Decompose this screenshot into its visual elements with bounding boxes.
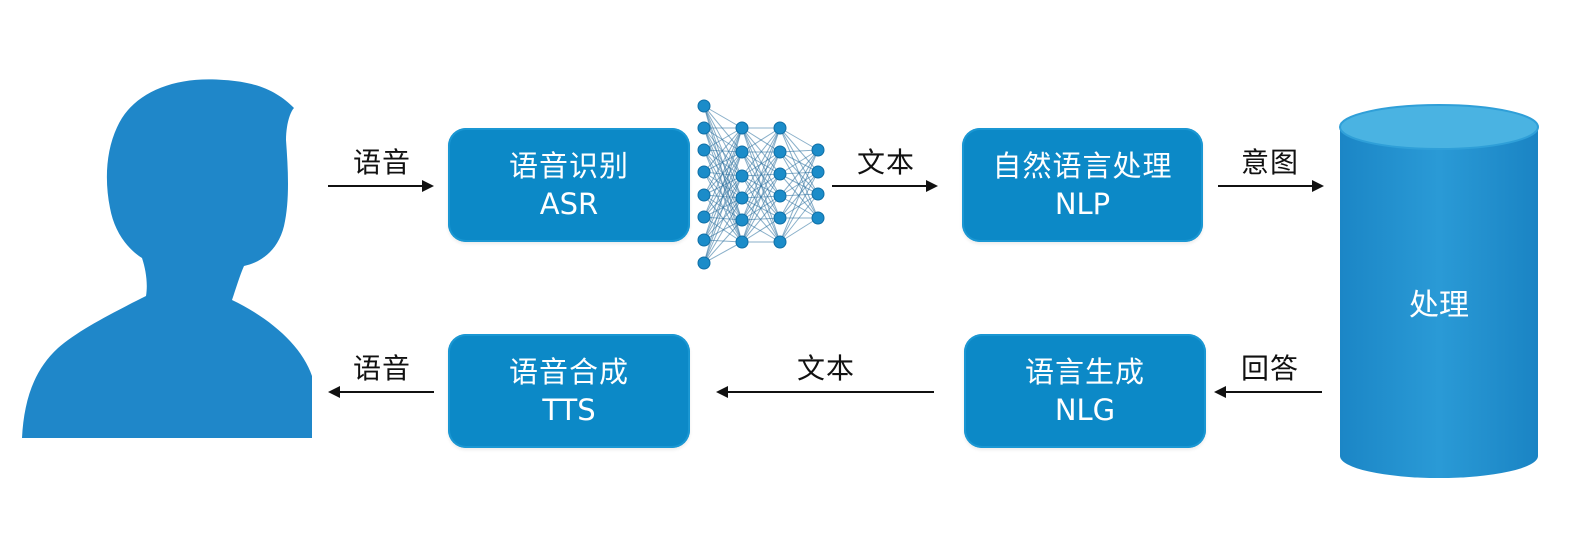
- nn-node: [811, 165, 825, 179]
- nn-node: [697, 165, 711, 179]
- nn-connection: [779, 149, 819, 197]
- nn-connection: [703, 127, 743, 177]
- nn-node: [811, 187, 825, 201]
- tts-abbr: TTS: [542, 393, 596, 427]
- nn-connection: [779, 149, 819, 243]
- nn-connection: [741, 127, 781, 221]
- nn-node: [697, 143, 711, 157]
- nn-connection: [703, 127, 743, 241]
- nlp-abbr: NLP: [1054, 187, 1111, 221]
- nn-node: [811, 211, 825, 225]
- nn-node: [697, 188, 711, 202]
- tts-box: 语音合成 TTS: [448, 334, 690, 448]
- nn-connection: [703, 127, 743, 196]
- asr-title: 语音识别: [508, 149, 629, 183]
- nn-node: [811, 143, 825, 157]
- nn-connection: [703, 219, 743, 264]
- nn-connection: [703, 197, 743, 264]
- nn-connection: [703, 127, 743, 173]
- nn-node: [773, 235, 787, 249]
- nn-connection: [779, 171, 819, 243]
- bottom-text-label: 文本: [796, 352, 855, 385]
- neural-network-icon: [697, 99, 825, 270]
- nn-node: [697, 210, 711, 224]
- nn-node: [735, 169, 749, 183]
- bottom-speech-label: 语音: [352, 352, 411, 385]
- nn-connection: [703, 127, 743, 218]
- intent-label: 意图: [1240, 146, 1299, 179]
- nn-connection: [703, 105, 743, 177]
- nn-connection: [741, 127, 781, 199]
- nn-connection: [779, 193, 819, 243]
- nn-node: [697, 121, 711, 135]
- nn-connection: [703, 105, 743, 153]
- top-text-label: 文本: [856, 146, 915, 179]
- nn-node: [735, 121, 749, 135]
- nn-node: [735, 235, 749, 249]
- nn-connection: [703, 105, 743, 129]
- cylinder-icon: [1339, 104, 1539, 478]
- person-silhouette-icon: [22, 79, 312, 438]
- nn-node: [773, 211, 787, 225]
- nlp-box: 自然语言处理 NLP: [962, 128, 1203, 242]
- nn-connection: [741, 195, 781, 243]
- asr-abbr: ASR: [539, 187, 599, 221]
- nn-node: [773, 167, 787, 181]
- nn-connection: [703, 175, 743, 264]
- nn-connection: [703, 127, 743, 151]
- nlg-abbr: NLG: [1054, 393, 1116, 427]
- nn-connection: [741, 173, 781, 243]
- nn-connection: [703, 241, 743, 264]
- nn-connection: [779, 149, 819, 219]
- top-speech-label: 语音: [352, 146, 411, 179]
- nlg-box: 语言生成 NLG: [964, 334, 1206, 448]
- nlp-title: 自然语言处理: [992, 149, 1173, 183]
- nn-node: [735, 213, 749, 227]
- processing-label: 处理: [1409, 288, 1469, 323]
- tts-title: 语音合成: [508, 355, 629, 389]
- nn-connection: [779, 149, 819, 175]
- nn-node: [697, 99, 711, 113]
- nn-node: [697, 233, 711, 247]
- nn-node: [773, 121, 787, 135]
- nn-node: [773, 189, 787, 203]
- nn-connection: [741, 127, 781, 177]
- nn-connection: [741, 127, 781, 153]
- nn-connection: [741, 151, 781, 243]
- answer-label: 回答: [1240, 352, 1299, 385]
- nn-node: [697, 256, 711, 270]
- nn-connection: [703, 151, 743, 264]
- nn-connection: [779, 127, 819, 151]
- nn-node: [773, 145, 787, 159]
- nn-connection: [741, 127, 781, 243]
- asr-box: 语音识别 ASR: [448, 128, 690, 242]
- nn-connection: [741, 217, 781, 243]
- nn-node: [735, 191, 749, 205]
- nn-node: [735, 145, 749, 159]
- nn-connection: [779, 217, 819, 243]
- nlg-title: 语言生成: [1024, 355, 1145, 389]
